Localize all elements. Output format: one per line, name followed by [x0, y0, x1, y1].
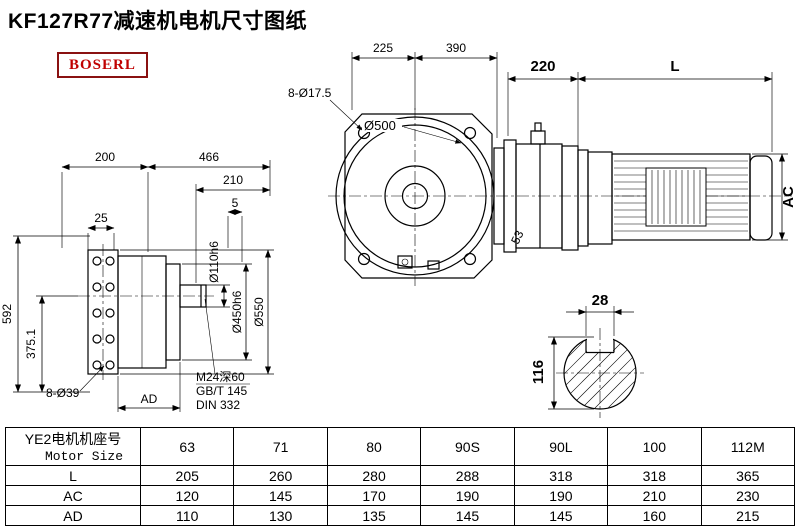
- header-size-90S: 90S: [420, 427, 515, 466]
- table-cell: 170: [326, 485, 422, 506]
- header-size-80: 80: [326, 427, 422, 466]
- table-cell: 130: [233, 505, 328, 526]
- dia-110-label: Ø110h6: [207, 241, 221, 283]
- note-tap-label: M24深60: [196, 370, 245, 384]
- flange-hole: [357, 252, 371, 266]
- table-row-AC: AC 120 145 170 190 190 210 230: [5, 485, 796, 506]
- dim-8xd39-label: 8-Ø39: [46, 386, 80, 400]
- table-cell: 120: [139, 485, 235, 506]
- motor-size-label-en: Motor Size: [44, 449, 123, 464]
- dim-8xd17-label: 8-Ø17.5: [288, 86, 332, 100]
- side-view-dimensions: [13, 160, 274, 412]
- table-cell: 318: [607, 465, 702, 486]
- table-cell: 210: [607, 485, 702, 506]
- gearbox-side-section: [87, 249, 207, 375]
- dim-390-label: 390: [446, 41, 466, 55]
- shaft-cross-section: 28 116: [530, 292, 644, 418]
- header-size-100: 100: [607, 427, 702, 466]
- row-label-L: L: [5, 465, 141, 486]
- section-hatch: [564, 337, 636, 409]
- table-cell: 145: [513, 505, 609, 526]
- table-cell: 288: [420, 465, 515, 486]
- table-cell: 160: [607, 505, 702, 526]
- stator-hatch: [651, 170, 701, 224]
- dim-25-label: 25: [94, 211, 108, 225]
- dim-AD-label: AD: [141, 392, 158, 406]
- table-cell: 145: [233, 485, 328, 506]
- table-cell: 230: [700, 485, 796, 506]
- row-label-AD: AD: [5, 505, 141, 526]
- table-row-AD: AD 110 130 135 145 145 160 215: [5, 505, 796, 526]
- dim-592-label: 592: [0, 304, 14, 324]
- header-size-112M: 112M: [700, 427, 796, 466]
- header-motor-size: YE2电机机座号 Motor Size: [5, 427, 141, 466]
- front-view: 8-Ø17.5 225 390 220 L Ø500 53 AC: [288, 41, 797, 286]
- dim-28-label: 28: [592, 292, 609, 309]
- dia-500-label: Ø500: [364, 118, 396, 133]
- table-cell: 318: [513, 465, 609, 486]
- header-size-63: 63: [139, 427, 235, 466]
- motor-size-label-cn: YE2电机机座号: [24, 431, 122, 447]
- side-view: 200 466 210 5 25 592 375.1 8-Ø39 AD Ø110…: [0, 150, 274, 412]
- front-view-dimensions: [329, 52, 788, 241]
- note-gb-label: GB/T 145: [196, 384, 247, 398]
- dim-375-label: 375.1: [24, 329, 38, 359]
- table-row-L: L 205 260 280 288 318 318 365: [5, 465, 796, 486]
- table-cell: 190: [513, 485, 609, 506]
- note-din-label: DIN 332: [196, 398, 240, 412]
- table-cell: 190: [420, 485, 515, 506]
- dim-AC-label: AC: [780, 186, 797, 208]
- motor-side-view: [493, 122, 773, 253]
- dim-116-label: 116: [530, 360, 547, 384]
- dim-5-label: 5: [232, 196, 239, 210]
- table-cell: 280: [326, 465, 422, 486]
- table-cell: 365: [700, 465, 796, 486]
- dia-450-label: Ø450h6: [230, 290, 244, 333]
- table-cell: 260: [233, 465, 328, 486]
- table-cell: 145: [420, 505, 515, 526]
- brand-logo-box: BOSERL: [57, 52, 148, 78]
- dim-225-label: 225: [373, 41, 393, 55]
- technical-drawing: 8-Ø17.5 225 390 220 L Ø500 53 AC: [0, 41, 797, 418]
- page-title: KF127R77减速机电机尺寸图纸: [8, 10, 308, 33]
- dim-210-label: 210: [223, 173, 243, 187]
- section-dimensions: [548, 306, 634, 410]
- output-shaft: [179, 284, 207, 308]
- dim-466-label: 466: [199, 150, 219, 164]
- table-cell: 135: [326, 505, 422, 526]
- dim-L-label: L: [670, 58, 679, 75]
- fan-cover: [749, 155, 773, 241]
- flange-hole: [463, 126, 477, 140]
- brand-text: BOSERL: [69, 57, 136, 73]
- table-cell: 110: [139, 505, 235, 526]
- table-header-row: YE2电机机座号 Motor Size 63 71 80 90S 90L 100…: [5, 427, 796, 466]
- table-cell: 215: [700, 505, 796, 526]
- header-size-90L: 90L: [513, 427, 609, 466]
- dim-53-label: 53: [508, 228, 526, 246]
- dim-220-label: 220: [530, 58, 555, 75]
- dim-200-label: 200: [95, 150, 115, 164]
- row-label-AC: AC: [5, 485, 141, 506]
- lifting-bolt: [530, 130, 546, 145]
- motor-dimension-table: YE2电机机座号 Motor Size 63 71 80 90S 90L 100…: [5, 427, 796, 526]
- header-size-71: 71: [233, 427, 328, 466]
- table-cell: 205: [139, 465, 235, 486]
- flange-hole: [463, 252, 477, 266]
- dia-550-label: Ø550: [252, 297, 266, 327]
